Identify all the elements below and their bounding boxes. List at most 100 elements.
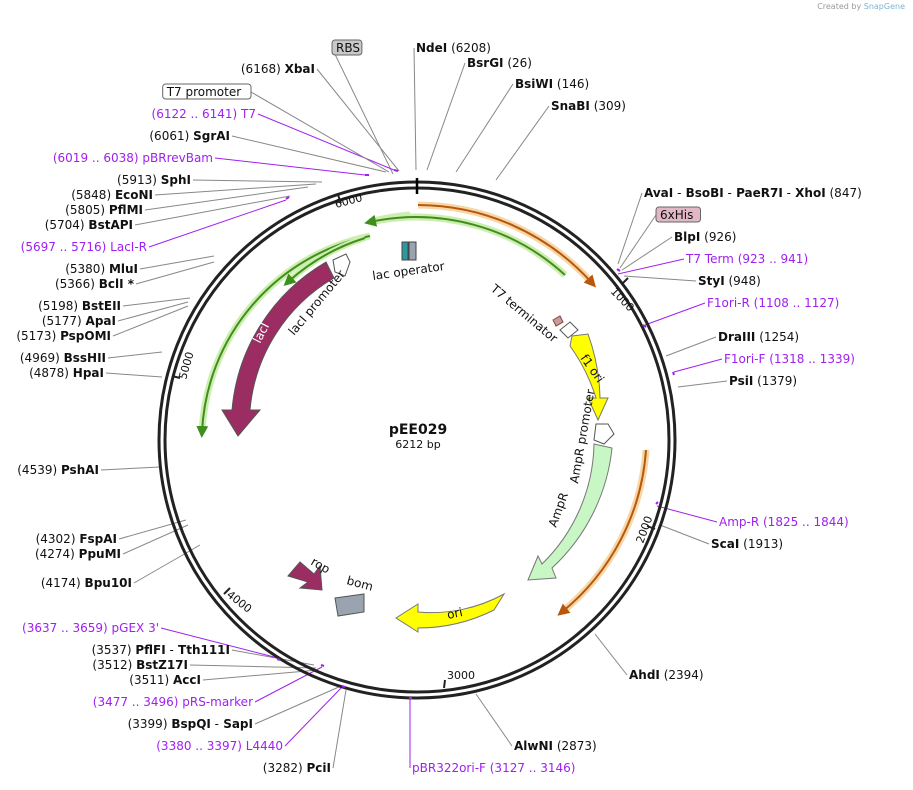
label-aval[interactable]: AvaI - BsoBI - PaeR7I - XhoI (847) <box>644 186 862 200</box>
label-name-pflfi: PflFI <box>135 643 165 657</box>
label-apai[interactable]: (5177) ApaI <box>42 314 116 328</box>
label-t7[interactable]: (6122 .. 6141) T7 <box>152 107 256 121</box>
label-6xhis[interactable]: 6xHis <box>655 206 701 223</box>
leader-styi <box>623 275 697 282</box>
label-ppumi[interactable]: (4274) PpuMI <box>35 547 121 561</box>
label-name-bstz17i: BstZ17I <box>136 658 188 672</box>
label-sphi[interactable]: (5913) SphI <box>117 173 191 187</box>
label-text-ampr_primer: Amp-R (1825 .. 1844) <box>719 515 849 529</box>
label-prsmarker[interactable]: (3477 .. 3496) pRS-marker <box>93 695 253 709</box>
label-name-pgex3: pGEX 3' <box>112 621 159 635</box>
label-name-aval: PaeR7I <box>732 186 783 200</box>
label-name-econi: EcoNI <box>115 188 153 202</box>
label-pspomi[interactable]: (5173) PspOMI <box>16 329 111 343</box>
outer-labels: RBS NdeI (6208)BsrGI (26) BsiWI (146) SnaBI… <box>16 39 862 775</box>
label-text-econi: (5848) EcoNI <box>71 188 153 202</box>
label-bstz17i[interactable]: (3512) BstZ17I <box>92 658 188 672</box>
label-acci[interactable]: (3511) AccI <box>129 673 201 687</box>
plasmid-name: pEE029 <box>389 422 447 438</box>
label-pgex3[interactable]: (3637 .. 3659) pGEX 3' <box>22 621 159 635</box>
label-styi[interactable]: StyI (948) <box>698 274 761 288</box>
leader-bsiwi <box>455 83 514 173</box>
label-pos-ahdi: (2394) <box>660 668 704 682</box>
label-rbs[interactable]: RBS <box>331 39 363 56</box>
label-text-snabi: SnaBI (309) <box>551 99 626 113</box>
label-sgrai[interactable]: (6061) SgrAI <box>149 129 230 143</box>
label-t7term[interactable]: T7 Term (923 .. 941) <box>685 252 808 266</box>
label-text-sgrai: (6061) SgrAI <box>149 129 230 143</box>
label-scai[interactable]: ScaI (1913) <box>711 537 783 551</box>
label-name-snabi: SnaBI <box>551 99 590 113</box>
label-draiii[interactable]: DraIII (1254) <box>718 330 799 344</box>
label-t7promoter[interactable]: T7 promoter <box>162 83 252 100</box>
label-name-t7promoter: T7 promoter <box>166 85 242 99</box>
label-name-prsmarker: pRS-marker <box>182 695 253 709</box>
label-l4440[interactable]: (3380 .. 3397) L4440 <box>156 739 283 753</box>
ori-label: ori <box>446 605 464 622</box>
snapgene-logo: SnapGene <box>863 2 905 11</box>
label-ndei[interactable]: NdeI (6208) <box>416 41 491 55</box>
label-text-pcii: (3282) PciI <box>263 761 331 775</box>
label-pos-apai: (5177) <box>42 314 86 328</box>
label-pshai[interactable]: (4539) PshAI <box>17 463 99 477</box>
leader-draiii <box>665 336 717 357</box>
label-pbr322[interactable]: pBR322ori-F (3127 .. 3146) <box>412 761 575 775</box>
label-name-psii: PsiI <box>729 374 753 388</box>
label-name-scai: ScaI <box>711 537 739 551</box>
label-box-t7promoter <box>162 83 252 100</box>
label-ampr_primer[interactable]: Amp-R (1825 .. 1844) <box>719 515 849 529</box>
label-name-t7: T7 <box>240 107 256 121</box>
leader-prsmarker <box>254 666 323 703</box>
label-blpi[interactable]: BlpI (926) <box>674 230 736 244</box>
label-text-xbai: (6168) XbaI <box>241 62 315 76</box>
label-text-pbr322: pBR322ori-F (3127 .. 3146) <box>412 761 575 775</box>
label-snabi[interactable]: SnaBI (309) <box>551 99 626 113</box>
label-f1orif[interactable]: F1ori-F (1318 .. 1339) <box>724 352 855 366</box>
label-text-fspai: (4302) FspAI <box>36 532 117 546</box>
label-text-pgex3: (3637 .. 3659) pGEX 3' <box>22 621 159 635</box>
leader-fspai <box>118 519 187 540</box>
lacop-arc-line2 <box>364 214 566 276</box>
label-pos-bstz17i: (3512) <box>92 658 136 672</box>
leader-bsrgi <box>426 62 466 171</box>
label-econi[interactable]: (5848) EcoNI <box>71 188 153 202</box>
label-fspai[interactable]: (4302) FspAI <box>36 532 117 546</box>
laci-feature <box>221 261 335 437</box>
label-lacir[interactable]: (5697 .. 5716) LacI-R <box>21 240 147 254</box>
label-xbai[interactable]: (6168) XbaI <box>241 62 315 76</box>
label-text-alwni: AlwNI (2873) <box>514 739 597 753</box>
label-name-aval: - <box>673 186 681 200</box>
label-bpu10i[interactable]: (4174) Bpu10I <box>41 576 132 590</box>
label-pos-pcii: (3282) <box>263 761 307 775</box>
label-bsshii[interactable]: (4969) BssHII <box>20 351 106 365</box>
label-pbrrevbam[interactable]: (6019 .. 6038) pBRrevBam <box>53 151 213 165</box>
label-psii[interactable]: PsiI (1379) <box>729 374 797 388</box>
plasmid-size: 6212 bp <box>395 438 440 451</box>
label-mlui[interactable]: (5380) MluI <box>65 262 138 276</box>
label-ahdi[interactable]: AhdI (2394) <box>629 668 704 682</box>
label-name-mlui: MluI <box>109 262 138 276</box>
leader-pspomi <box>112 305 189 337</box>
label-name-pcii: PciI <box>307 761 332 775</box>
label-name-f1orif: F1ori-F <box>724 352 765 366</box>
label-bsiwi[interactable]: BsiWI (146) <box>515 77 589 91</box>
leader-apai <box>117 301 189 322</box>
label-bstapi[interactable]: (5704) BstAPI <box>45 218 133 232</box>
label-pos-alwni: (2873) <box>553 739 597 753</box>
t7-arrow-feature <box>559 321 579 339</box>
label-f1orir[interactable]: F1ori-R (1108 .. 1127) <box>707 296 839 310</box>
label-alwni[interactable]: AlwNI (2873) <box>514 739 597 753</box>
label-hpai[interactable]: (4878) HpaI <box>29 366 104 380</box>
label-bsrgi[interactable]: BsrGI (26) <box>467 56 532 70</box>
label-bsteii[interactable]: (5198) BstEII <box>38 299 121 313</box>
leader-rbs <box>331 47 394 175</box>
label-bcli[interactable]: (5366) BclI * <box>55 277 135 291</box>
label-pflfi[interactable]: (3537) PflFI - Tth111I <box>92 643 230 657</box>
label-pcii[interactable]: (3282) PciI <box>263 761 331 775</box>
label-text-pspomi: (5173) PspOMI <box>16 329 111 343</box>
label-text-aval: AvaI - BsoBI - PaeR7I - XhoI (847) <box>644 186 862 200</box>
label-pflmi[interactable]: (5805) PflMI <box>65 203 143 217</box>
label-bspqi[interactable]: (3399) BspQI - SapI <box>128 717 253 731</box>
leader-pflmi <box>144 186 309 211</box>
bom-feature <box>334 593 365 617</box>
